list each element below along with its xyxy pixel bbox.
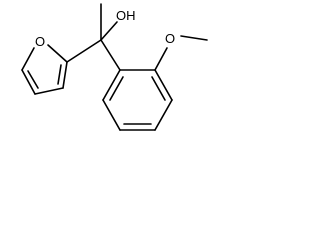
bond-benzene-c2-c3 <box>154 69 173 101</box>
hydroxyl-label: OH <box>116 8 136 23</box>
bond-furan-to-carbinol <box>66 39 102 63</box>
molecule-structure: O OH O <box>21 3 208 131</box>
furan-ring <box>21 44 68 95</box>
bond-furan-c3-c4 <box>34 87 64 95</box>
bond-furan-c2-c3 <box>62 61 68 89</box>
benzene-ring <box>102 69 173 131</box>
bond-furan-c4-c5-inner <box>27 70 39 89</box>
bond-methoxy-o-to-methyl <box>180 35 208 41</box>
bond-benzene-c6-c1 <box>102 69 121 101</box>
methoxy-oxygen-label: O <box>165 31 175 46</box>
bond-benzene-c6-c1-inner <box>109 76 124 101</box>
bond-furan-o-c2 <box>47 44 68 63</box>
bond-benzene-c2-c3-inner <box>151 76 166 101</box>
bond-benzene-c3-c4 <box>154 99 173 131</box>
bond-carbinol-to-aryl <box>100 39 121 71</box>
bond-furan-c5-o <box>21 47 35 71</box>
bond-furan-c4-c5 <box>21 69 36 95</box>
furan-oxygen-label: O <box>35 34 45 49</box>
bond-hydroxyl <box>100 21 118 41</box>
bond-aryl-to-methoxy-o <box>154 47 168 71</box>
structure-canvas: O OH O <box>0 0 225 147</box>
bond-benzene-c5-c6 <box>102 99 121 131</box>
bond-furan-c2-c3-inner <box>57 64 62 85</box>
